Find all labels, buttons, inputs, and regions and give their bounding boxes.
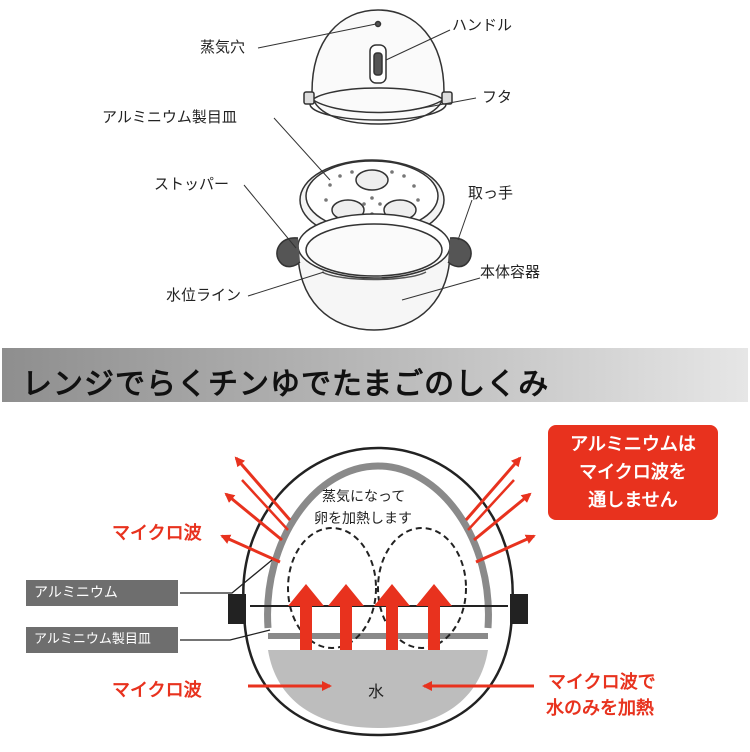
label-handle: ハンドル xyxy=(452,16,513,34)
aluminum-tray-tag: アルミニウム製目皿 xyxy=(26,627,178,653)
label-steam-hole: 蒸気穴 xyxy=(200,38,246,56)
notice-line-2: マイクロ波を xyxy=(579,462,687,483)
microwave-label-bottom: マイクロ波 xyxy=(112,680,202,701)
label-stopper: ストッパー xyxy=(154,175,230,193)
label-aluminum-tray: アルミニウム製目皿 xyxy=(102,108,237,126)
cross-section xyxy=(180,446,536,737)
microwave-label-top: マイクロ波 xyxy=(112,523,202,544)
label-water-line: 水位ライン xyxy=(166,286,242,304)
notice-line-3: 通しません xyxy=(588,490,678,511)
section-title-bar xyxy=(2,348,748,402)
steam-text-2: 卵を加熱します xyxy=(314,511,412,527)
aluminum-tag: アルミニウム xyxy=(26,580,178,606)
heat-text-1: マイクロ波で xyxy=(548,672,656,693)
exploded-view xyxy=(243,9,481,331)
notice-box: アルミニウムは マイクロ波を 通しません xyxy=(548,425,718,520)
label-body-container: 本体容器 xyxy=(480,263,541,281)
lid-illustration xyxy=(303,9,453,125)
water-label: 水 xyxy=(368,682,385,701)
notice-line-1: アルミニウムは xyxy=(570,434,696,455)
heat-text-2: 水のみを加熱 xyxy=(546,698,654,719)
body-container-illustration xyxy=(276,213,472,331)
label-lid: フタ xyxy=(482,88,513,106)
section-title: レンジでらくチンゆでたまごのしくみ xyxy=(22,367,550,402)
label-grip: 取っ手 xyxy=(468,184,514,202)
steam-text-1: 蒸気になって xyxy=(322,489,406,505)
